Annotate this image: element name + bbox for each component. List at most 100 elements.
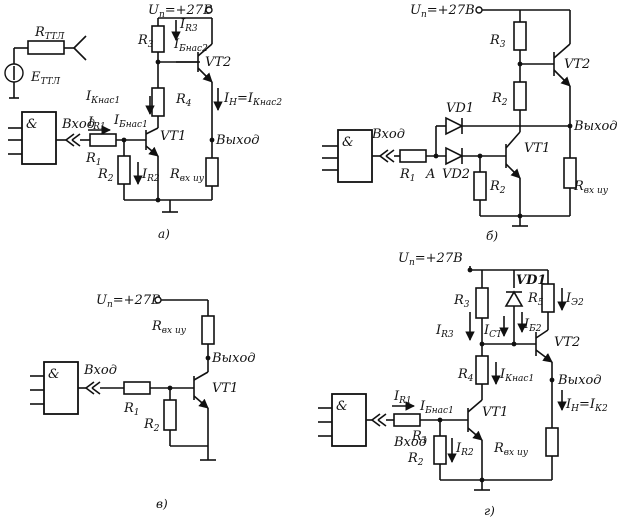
r3-resistor-g: [475, 287, 489, 319]
r2-label-b: R2: [491, 91, 508, 108]
r-load-resistor-a: [205, 157, 219, 187]
r1-label-a: R1: [85, 151, 102, 168]
gate-symbol-v: &: [48, 367, 60, 382]
r3-label-a: R3: [137, 33, 154, 50]
diagram-a: RТТЛ EТТЛ Uп=+27В R3 R4 VT2 IR3 IБнас2: [4, 3, 282, 241]
vd1-label-b: VD1: [446, 101, 474, 116]
i-r2-label-a: IR2: [141, 167, 160, 184]
i-r1-label-a: IR1: [87, 115, 106, 132]
output-label-a: Выход: [215, 133, 260, 148]
r-ttl-resistor: [27, 40, 65, 55]
r1-resistor-b: [399, 149, 427, 163]
gate-symbol-g: &: [336, 399, 348, 414]
vd1-diode-b: [445, 116, 464, 136]
r2b-resistor-b: [473, 171, 487, 201]
output-label-g: Выход: [557, 373, 602, 388]
diagram-b: Uп=+27В R3 R2 VT2 & Вход R1: [322, 3, 618, 243]
r3-resistor-a: [151, 25, 165, 53]
vd1-label-g: VD1: [516, 273, 546, 288]
i-n-label-g: IН=IК2: [565, 397, 608, 414]
r3-label-b: R3: [489, 33, 506, 50]
vt1-label-g: VT1: [482, 405, 508, 420]
input-label-a: Вход: [61, 117, 95, 132]
vt1-label-v: VT1: [212, 381, 238, 396]
i-n-label-a: IН=IКнас2: [223, 91, 282, 108]
output-label-v: Выход: [211, 351, 256, 366]
caption-g: г): [484, 504, 495, 518]
r-load-label-b: Rвх иу: [573, 179, 609, 196]
vt1-label-b: VT1: [524, 141, 550, 156]
caption-v: в): [156, 497, 168, 511]
supply-label-g: Uп=+27В: [398, 251, 463, 268]
r2-label-v: R2: [143, 417, 160, 434]
vt1-transistor-a: [145, 127, 159, 200]
r4-resistor-a: [151, 87, 165, 117]
r3-resistor-b: [513, 21, 527, 51]
r4-label-g: R4: [457, 367, 474, 384]
vt1-label-a: VT1: [160, 129, 186, 144]
vd2-diode-b: [445, 146, 464, 166]
r3-label-g: R3: [453, 293, 470, 310]
r2-resistor-g: [433, 435, 447, 465]
diagram-v: Uп=+27В Rвх иу Выход & Вход R1 R2 VT1: [30, 293, 256, 511]
output-label-b: Выход: [573, 119, 618, 134]
node-a-label-b: A: [425, 167, 435, 182]
input-label-b: Вход: [371, 127, 405, 142]
r4-resistor-g: [475, 355, 489, 385]
i-bnas2-label-a: IБнас2: [173, 37, 208, 54]
vt2-label-b: VT2: [564, 57, 590, 72]
vt1-transistor-b: [505, 131, 521, 216]
r2b-label-b: R2: [489, 179, 506, 196]
i-knas1-label-g: IКнас1: [499, 367, 534, 384]
vt1-transistor-v: [193, 371, 209, 460]
r2-resistor-a: [117, 155, 131, 185]
diagram-g: Uп=+27В R3 IR3 VD1 IСТ IБ2 R5 IЭ2: [318, 251, 608, 518]
caption-b: б): [486, 229, 498, 243]
r2-label-a: R2: [97, 167, 114, 184]
r-load-resistor-g: [545, 427, 559, 457]
r5-resistor-g: [541, 283, 555, 313]
supply-label-v: Uп=+27В: [96, 293, 161, 310]
supply-terminal-a: [205, 6, 213, 14]
ttl-gate-a: [21, 111, 57, 165]
r1-resistor-g: [393, 413, 421, 427]
i-b2-label-g: IБ2: [523, 317, 542, 334]
gate-symbol-b: &: [342, 135, 354, 150]
i-bnas1-label-g: IБнас1: [419, 399, 454, 416]
r2-resistor-b: [513, 81, 527, 111]
i-r3-label-a: IR3: [179, 17, 198, 34]
r1-label-b: R1: [399, 167, 416, 184]
vt1-transistor-g: [467, 399, 483, 480]
r4-label-a: R4: [175, 92, 192, 109]
vd2-label-b: VD2: [442, 167, 470, 182]
r1-resistor-v: [123, 381, 151, 395]
vt2-transistor-g: [535, 329, 553, 428]
r-load-resistor-v: [201, 315, 215, 345]
input-label-g: Вход: [393, 435, 427, 450]
i-e2-label-g: IЭ2: [565, 291, 584, 308]
vd1-zener-g: [504, 290, 524, 307]
r1-resistor-a: [89, 133, 117, 147]
r1-label-g: R1: [411, 429, 428, 446]
r2-label-g: R2: [407, 451, 424, 468]
r-load-label-a: Rвх иу: [169, 167, 205, 184]
r1-label-v: R1: [123, 401, 140, 418]
gate-symbol-a: &: [26, 117, 38, 132]
r-load-label-v: Rвх иу: [151, 319, 187, 336]
r-load-label-g: Rвх иу: [493, 441, 529, 458]
i-r3-label-g: IR3: [435, 323, 454, 340]
i-knas1-label-a: IКнас1: [85, 89, 120, 106]
i-bnas1-label-a: IБнас1: [113, 113, 148, 130]
i-r2-label-g: IR2: [455, 441, 474, 458]
e-ttl-label: EТТЛ: [30, 70, 61, 87]
ttl-source: RТТЛ EТТЛ: [4, 25, 87, 99]
i-st-label-g: IСТ: [483, 323, 503, 340]
r5-label-g: R5: [527, 291, 544, 308]
i-r1-label-g: IR1: [393, 389, 412, 406]
r-ttl-label: RТТЛ: [34, 25, 65, 42]
vt2-label-g: VT2: [554, 335, 580, 350]
supply-label-b: Uп=+27В: [410, 3, 475, 20]
supply-label-a: Uп=+27В: [148, 3, 213, 20]
input-label-v: Вход: [83, 363, 117, 378]
